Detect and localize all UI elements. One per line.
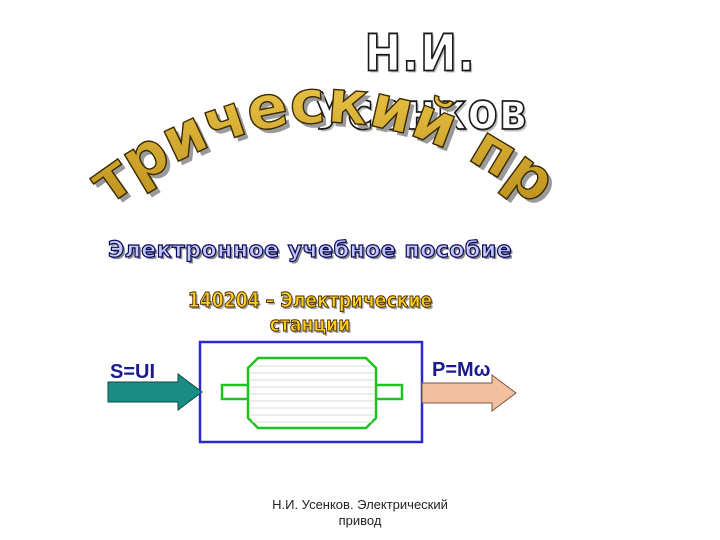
specialty-line: 140204 – Электрические станции xyxy=(187,288,433,337)
output-arrow xyxy=(421,374,517,412)
author-heading: Н.И. Усенков xyxy=(312,23,528,142)
svg-text:Электрический привод: Электрический привод xyxy=(0,0,569,218)
electric-machine xyxy=(220,356,404,430)
title-arch: Электрический привод Электрический приво… xyxy=(0,0,573,222)
footer-line-1: Н.И. Усенков. Электрический xyxy=(272,497,448,512)
footer-caption: Н.И. Усенков. Электрический привод xyxy=(240,497,480,529)
footer-line-2: привод xyxy=(338,513,382,528)
machine-body xyxy=(246,356,378,430)
subtitle: Электронное учебное пособие xyxy=(107,237,513,263)
input-power-label: S=UI xyxy=(110,361,156,383)
output-power-label: P=Mω xyxy=(432,359,491,381)
energy-conversion-diagram xyxy=(107,340,517,444)
input-arrow xyxy=(107,373,203,411)
title-arch-text: Электрический привод xyxy=(0,0,570,219)
